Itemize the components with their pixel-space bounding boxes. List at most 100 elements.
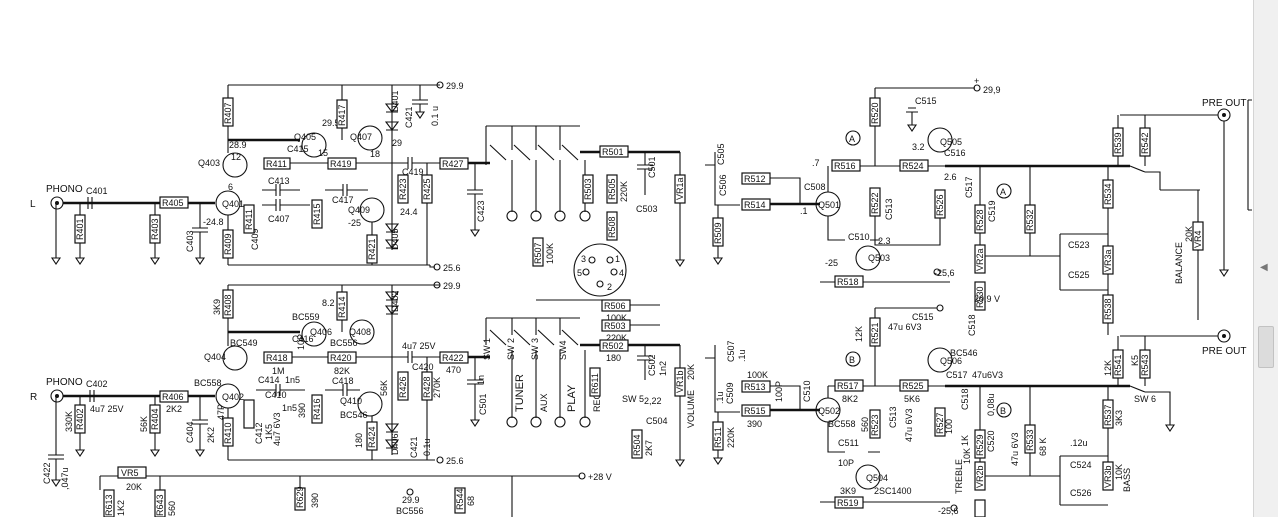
svg-text:R426: R426 — [398, 376, 408, 398]
svg-text:29: 29 — [392, 138, 402, 148]
svg-text:20K: 20K — [126, 482, 142, 492]
svg-text:C413: C413 — [268, 176, 290, 186]
svg-text:R428: R428 — [422, 376, 432, 398]
svg-text:47u6V3: 47u6V3 — [972, 370, 1003, 380]
svg-text:330K: 330K — [64, 411, 74, 432]
r403 — [149, 214, 161, 244]
q405 — [301, 132, 327, 158]
svg-text:R506: R506 — [604, 301, 626, 311]
svg-text:R537: R537 — [1103, 404, 1113, 426]
svg-text:R404: R404 — [150, 408, 160, 430]
svg-text:R503: R503 — [583, 178, 593, 200]
svg-text:R403: R403 — [150, 218, 160, 240]
svg-text:2.6: 2.6 — [944, 172, 957, 182]
vr5[interactable] — [117, 466, 147, 479]
vertical-scrollbar[interactable]: ◀ — [1253, 0, 1278, 517]
rec-jack-l[interactable] — [579, 210, 591, 222]
svg-text:C414: C414 — [258, 375, 280, 385]
svg-text:C526: C526 — [1070, 488, 1092, 498]
aux-jack-l[interactable] — [530, 210, 542, 222]
r503 — [582, 174, 594, 204]
q410 — [357, 391, 383, 417]
svg-text:R414: R414 — [337, 296, 347, 318]
svg-text:C415: C415 — [287, 144, 309, 154]
svg-text:4: 4 — [619, 268, 624, 278]
svg-text:390: 390 — [297, 403, 307, 418]
play-jack-l[interactable] — [554, 210, 566, 222]
svg-text:C501: C501 — [647, 156, 657, 178]
svg-text:C513: C513 — [884, 198, 894, 220]
aux-jack-r[interactable] — [530, 416, 542, 428]
svg-text:2SC1400: 2SC1400 — [874, 486, 912, 496]
svg-text:29.9: 29.9 — [402, 495, 420, 505]
svg-text:3K3: 3K3 — [1114, 410, 1124, 426]
svg-text:BC558: BC558 — [828, 419, 856, 429]
svg-text:C525: C525 — [1068, 270, 1090, 280]
pre-out-bottom-jack[interactable] — [1217, 329, 1231, 343]
svg-text:Q403: Q403 — [198, 158, 220, 168]
svg-text:100K: 100K — [606, 313, 627, 323]
svg-text:C524: C524 — [1070, 460, 1092, 470]
svg-text:R515: R515 — [744, 406, 766, 416]
rec-jack-r[interactable] — [579, 416, 591, 428]
svg-text:1K: 1K — [960, 435, 970, 446]
svg-text:C513: C513 — [888, 406, 898, 428]
svg-text:100K: 100K — [747, 370, 768, 380]
din-connector[interactable] — [573, 243, 627, 297]
svg-text:R514: R514 — [744, 200, 766, 210]
svg-text:R539: R539 — [1113, 132, 1123, 154]
svg-text:SW4: SW4 — [558, 340, 568, 360]
svg-text:C517: C517 — [964, 176, 974, 198]
svg-text:1n: 1n — [476, 375, 486, 385]
chevron-left-icon[interactable]: ◀ — [1260, 262, 1268, 273]
r531 — [974, 281, 986, 311]
svg-text:Q503: Q503 — [868, 253, 890, 263]
svg-text:390: 390 — [310, 493, 320, 508]
svg-text:,047u: ,047u — [60, 467, 70, 490]
svg-text:560: 560 — [860, 417, 870, 432]
svg-text:-25,6: -25,6 — [938, 506, 959, 516]
svg-text:6: 6 — [228, 182, 233, 192]
tuner-jack-r[interactable] — [506, 416, 518, 428]
svg-text:D401: D401 — [390, 90, 400, 112]
svg-text:R501: R501 — [602, 147, 624, 157]
play-jack-r[interactable] — [554, 416, 566, 428]
r415 — [311, 199, 323, 229]
r509 — [606, 211, 618, 241]
r532 — [974, 499, 986, 517]
svg-text:-24.8: -24.8 — [203, 217, 224, 227]
svg-text:VR4: VR4 — [1193, 230, 1203, 248]
svg-text:C502: C502 — [647, 354, 657, 376]
svg-text:68: 68 — [466, 496, 476, 506]
svg-text:C510: C510 — [802, 380, 812, 402]
svg-text:VR2a: VR2a — [975, 248, 985, 271]
svg-text:1K5: 1K5 — [264, 424, 274, 440]
svg-text:R406: R406 — [162, 392, 184, 402]
svg-text:SW 2: SW 2 — [506, 338, 516, 360]
svg-text:.1u: .1u — [715, 391, 725, 404]
svg-text:3K9: 3K9 — [212, 299, 222, 315]
svg-text:R407: R407 — [223, 102, 233, 124]
r423 — [397, 174, 409, 204]
svg-text:C423: C423 — [476, 200, 486, 222]
vr2a[interactable] — [974, 244, 986, 274]
svg-text:2,22: 2,22 — [644, 396, 662, 406]
svg-text:0,08u: 0,08u — [986, 393, 996, 416]
scrollbar-thumb[interactable] — [1258, 326, 1274, 368]
q408 — [349, 319, 375, 345]
svg-text:R421: R421 — [367, 238, 377, 260]
svg-text:R512: R512 — [744, 174, 766, 184]
svg-text:.1: .1 — [800, 206, 808, 216]
q505 — [927, 127, 953, 153]
svg-text:B: B — [849, 355, 855, 365]
svg-text:.7: .7 — [812, 158, 820, 168]
svg-text:R502: R502 — [602, 341, 624, 351]
svg-text:Q504: Q504 — [866, 473, 888, 483]
svg-text:12K: 12K — [1103, 360, 1113, 376]
r424 — [397, 371, 409, 401]
svg-text:10K: 10K — [1114, 464, 1124, 480]
svg-text:Q502: Q502 — [818, 406, 840, 416]
svg-text:C417: C417 — [332, 195, 354, 205]
tuner-jack-l[interactable] — [506, 210, 518, 222]
svg-text:4u7 25V: 4u7 25V — [402, 341, 436, 351]
